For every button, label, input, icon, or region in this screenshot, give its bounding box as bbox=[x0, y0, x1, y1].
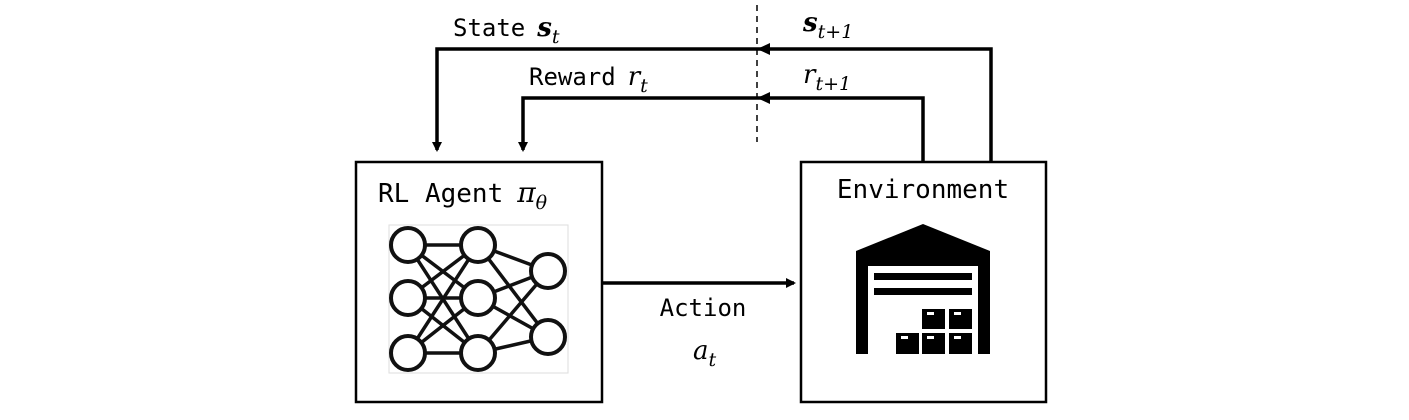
action-label: Action bbox=[660, 294, 747, 322]
state-feedback-arrow bbox=[432, 43, 993, 162]
action-symbol-label: at bbox=[693, 336, 717, 371]
reward-feedback-arrow bbox=[518, 92, 925, 162]
neural-network-icon bbox=[388, 224, 569, 374]
next-state-label: st+1 bbox=[802, 8, 853, 43]
environment-box: Environment bbox=[799, 160, 1048, 404]
environment-label: Environment bbox=[837, 175, 1009, 205]
next-reward-label: rt+1 bbox=[803, 60, 851, 95]
warehouse-icon bbox=[856, 224, 990, 354]
